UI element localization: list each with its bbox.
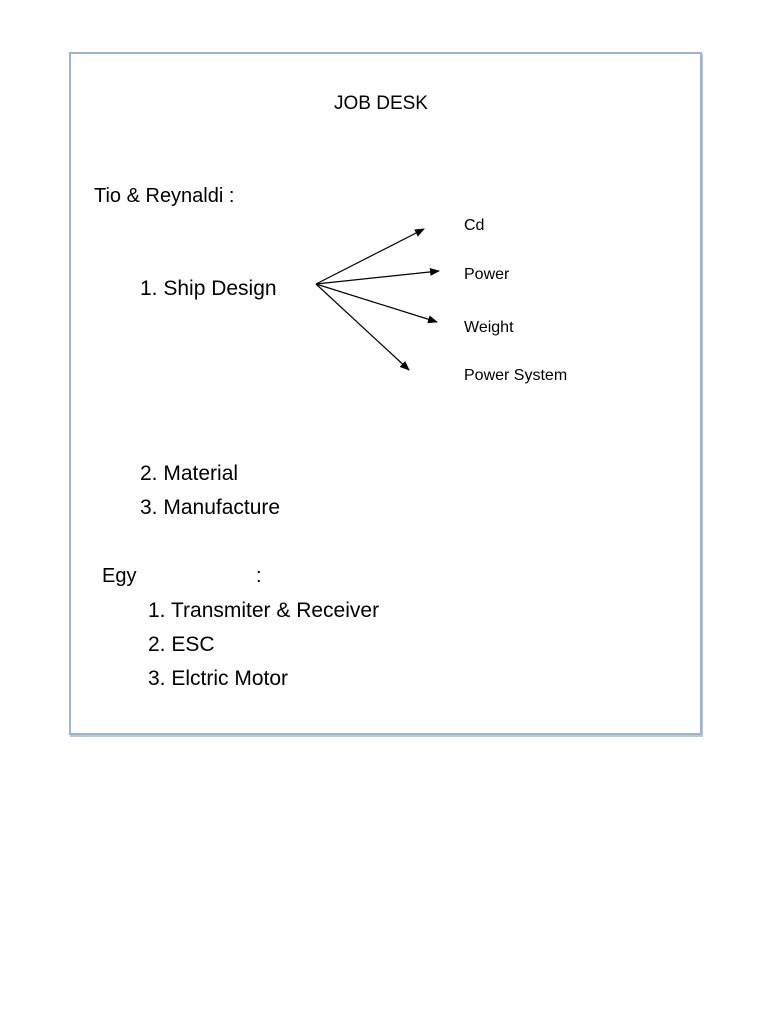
task-item-electric-motor: 3. Elctric Motor <box>148 667 289 690</box>
section-heading-egy: Egy <box>102 565 137 587</box>
breakdown-label-cd: Cd <box>464 217 485 234</box>
breakdown-label-weight: Weight <box>464 319 514 336</box>
section-heading-egy-colon: : <box>256 565 262 587</box>
task-item-manufacture: 3. Manufacture <box>140 496 281 519</box>
task-item-transmitter-receiver: 1. Transmiter & Receiver <box>148 599 380 622</box>
breakdown-label-power-system: Power System <box>464 367 568 384</box>
breakdown-label-power: Power <box>464 266 510 283</box>
task-item-material: 2. Material <box>140 462 239 485</box>
document-frame <box>69 52 702 735</box>
page-title: JOB DESK <box>334 93 428 114</box>
task-item-ship-design: 1. Ship Design <box>140 277 277 300</box>
task-item-esc: 2. ESC <box>148 633 215 656</box>
section-heading-tio-reynaldi: Tio & Reynaldi : <box>94 185 235 207</box>
